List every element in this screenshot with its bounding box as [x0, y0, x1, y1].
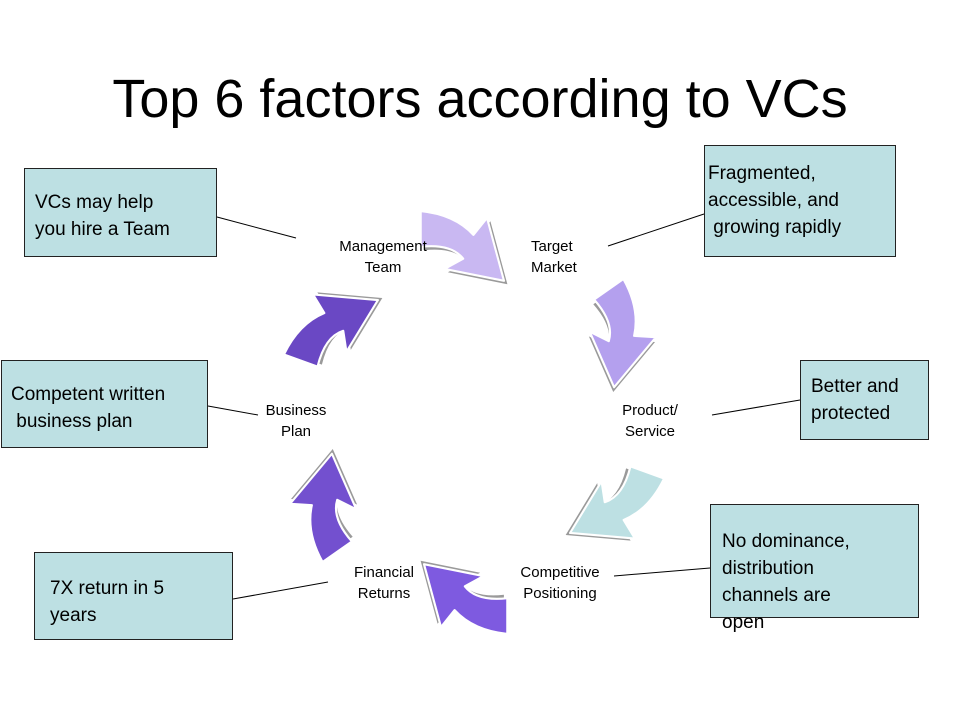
connector-financial-returns [232, 581, 329, 600]
connector-lines [207, 213, 801, 600]
connector-management-team [216, 216, 297, 239]
arrow-body [565, 277, 673, 389]
node-label-product-service: Product/ Service [600, 400, 700, 442]
node-label-management-team: Management Team [316, 236, 450, 278]
node-label-line: Market [531, 259, 577, 276]
node-label-line: Financial [353, 564, 415, 581]
connector-target-market [607, 213, 705, 247]
arrow-body [273, 452, 381, 564]
arrow-body [422, 563, 509, 635]
note-management-team: VCs may help you hire a Team [24, 168, 217, 257]
connector-product-service [711, 399, 801, 416]
node-label-line: Service [624, 423, 676, 440]
arrow-business-to-management-icon [282, 274, 383, 380]
note-product-service: Better and protected [800, 360, 929, 440]
arrow-target-to-product-icon [565, 277, 673, 392]
node-label-target-market: Target Market [522, 236, 606, 278]
node-label-line: Management [339, 238, 427, 255]
node-label-line: Returns [357, 585, 411, 602]
page-title: Top 6 factors according to VCs [112, 69, 848, 129]
note-financial-returns: 7X return in 5 years [34, 552, 233, 640]
node-label-business-plan: Business Plan [246, 400, 346, 442]
node-label-line: Positioning [523, 585, 597, 602]
note-competitive-positioning: No dominance, distribution channels are … [710, 504, 919, 633]
arrow-product-to-competitive-icon [565, 453, 666, 559]
node-label-line: Competitive [520, 564, 600, 581]
node-label-competitive-positioning: Competitive Positioning [500, 562, 620, 604]
connector-competitive-positioning [613, 567, 711, 577]
node-label-line: Product/ [622, 402, 678, 419]
node-label-line: Target [531, 238, 573, 255]
node-label-line: Plan [280, 423, 312, 440]
node-label-line: Business [265, 402, 327, 419]
note-target-market: Fragmented, accessible, and growing rapi… [704, 145, 896, 257]
node-label-line: Team [364, 259, 402, 276]
arrow-financial-to-business-icon [273, 449, 381, 564]
node-label-financial-returns: Financial Returns [334, 562, 434, 604]
note-business-plan: Competent written business plan [1, 360, 208, 448]
connector-business-plan [207, 405, 259, 416]
